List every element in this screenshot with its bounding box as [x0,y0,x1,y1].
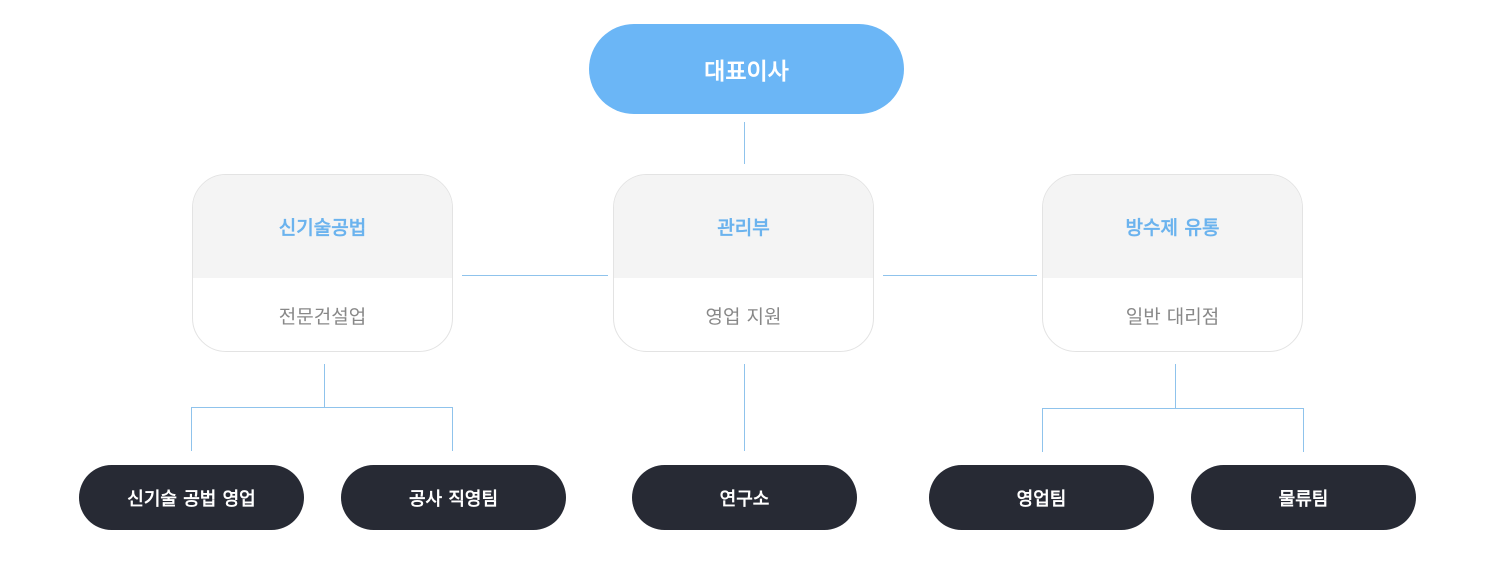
connector-right-branch [1042,408,1304,409]
dept-subtitle: 영업 지원 [705,306,782,328]
ceo-node: 대표이사 [589,24,904,114]
connector-right-branch-b [1303,408,1304,452]
dept-header: 방수제 유통 [1043,175,1302,278]
connector-left-branch [191,407,453,408]
connector-right-branch-a [1042,408,1043,452]
dept-subtitle: 일반 대리점 [1125,306,1220,328]
connector-left-branch-b [452,407,453,451]
dept-distribution: 방수제 유통 일반 대리점 [1042,174,1303,352]
dept-content: 일반 대리점 [1043,278,1302,351]
connector-left-down [324,364,325,407]
team-label: 연구소 [719,488,770,510]
connector-admin-to-right [883,275,1037,276]
team-logistics: 물류팀 [1191,465,1416,530]
team-construction: 공사 직영팀 [341,465,566,530]
dept-header: 신기술공법 [193,175,452,278]
team-research-lab: 연구소 [632,465,857,530]
dept-title: 방수제 유통 [1125,217,1220,239]
team-label: 신기술 공법 영업 [127,488,256,510]
team-sales: 영업팀 [929,465,1154,530]
dept-header: 관리부 [614,175,873,278]
connector-right-down [1175,364,1176,408]
connector-ceo-to-admin [744,122,745,164]
dept-content: 전문건설업 [193,278,452,351]
ceo-label: 대표이사 [704,59,789,85]
dept-title: 신기술공법 [278,217,367,239]
dept-new-tech: 신기술공법 전문건설업 [192,174,453,352]
team-label: 영업팀 [1016,488,1067,510]
dept-admin: 관리부 영업 지원 [613,174,874,352]
team-label: 물류팀 [1278,488,1329,510]
dept-title: 관리부 [717,217,770,239]
connector-left-branch-a [191,407,192,451]
dept-content: 영업 지원 [614,278,873,351]
dept-subtitle: 전문건설업 [278,306,367,328]
connector-admin-down [744,364,745,451]
team-label: 공사 직영팀 [408,488,499,510]
connector-left-to-admin [462,275,608,276]
team-new-tech-sales: 신기술 공법 영업 [79,465,304,530]
